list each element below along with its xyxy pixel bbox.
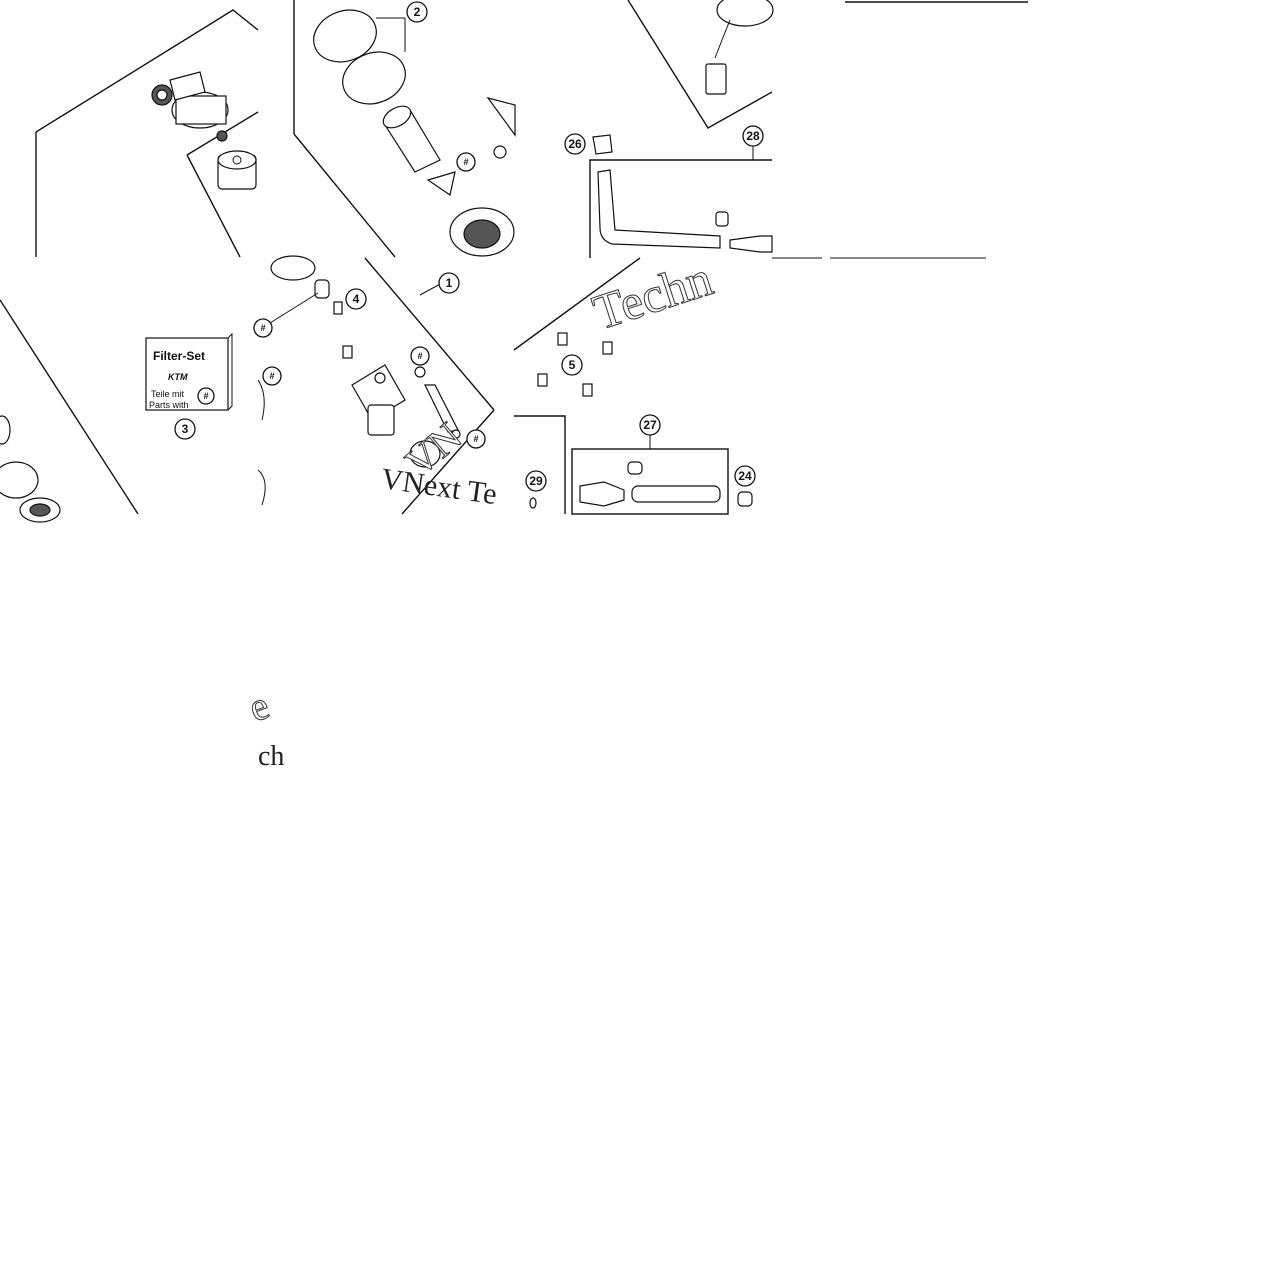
hose-clip-part <box>627 461 643 475</box>
o-ring-large-part <box>313 9 377 63</box>
svg-text:2: 2 <box>414 5 421 19</box>
leader-line <box>419 282 443 296</box>
fuel-pump-head-part <box>151 71 229 129</box>
pump-top-part <box>270 255 316 281</box>
quick-coupling-part <box>579 481 625 507</box>
hash-badge: # <box>410 346 430 366</box>
fuel-pump-motor-part <box>351 364 406 436</box>
o-ring-part <box>216 130 228 142</box>
o-ring-part <box>409 440 441 468</box>
tile-top-middle <box>293 0 516 258</box>
svg-text:27: 27 <box>643 418 657 432</box>
hose-clip-part <box>715 211 729 227</box>
frame-edge <box>35 9 259 133</box>
leader-line <box>261 292 319 329</box>
frame-edge <box>514 415 566 514</box>
watermark-text: Techn <box>586 250 719 341</box>
hose-clamp-part <box>592 134 613 155</box>
callout-28: 28 <box>742 125 764 147</box>
svg-text:#: # <box>473 434 478 444</box>
hash-badge <box>197 387 215 405</box>
tile-top-right <box>589 0 774 258</box>
part-outline <box>257 379 265 421</box>
filter-set-title: Filter-Set <box>153 349 205 363</box>
filter-set-line2: Parts with <box>149 400 189 410</box>
callout-24: 24 <box>734 465 756 487</box>
frame-edge <box>589 159 772 258</box>
callout-4: 4 <box>345 288 367 310</box>
hash-symbol: # <box>203 391 208 401</box>
filter-set-side <box>227 332 233 411</box>
watermark-text: e <box>243 682 275 730</box>
svg-text:3: 3 <box>182 422 189 436</box>
svg-text:#: # <box>417 351 422 361</box>
screw-part <box>537 373 548 387</box>
hash-badge: # <box>253 318 273 338</box>
fuel-filter-part <box>217 150 257 190</box>
svg-text:#: # <box>260 323 265 333</box>
o-ring-large-part <box>342 51 406 105</box>
frame-edge <box>293 133 396 258</box>
o-ring-part <box>0 461 39 499</box>
hose-clip-part <box>737 491 753 507</box>
callout-26: 26 <box>564 133 586 155</box>
filter-set-brand: KTM <box>168 372 188 382</box>
frame-edge <box>0 299 139 515</box>
svg-text:24: 24 <box>738 469 752 483</box>
o-ring-small-part <box>414 366 426 378</box>
callout-2: 2 <box>406 1 428 23</box>
o-ring-part <box>0 415 11 445</box>
screw-part <box>582 383 593 397</box>
o-ring-small-part <box>529 497 537 509</box>
svg-text:1: 1 <box>446 276 453 290</box>
filter-set-box: Filter-Set KTM Teile mit Parts with # <box>145 332 233 411</box>
svg-text:5: 5 <box>569 358 576 372</box>
filter-set-line1: Teile mit <box>151 389 185 399</box>
svg-text:29: 29 <box>529 474 543 488</box>
filter-cap-part <box>19 497 61 523</box>
fuel-hose-part <box>597 169 721 249</box>
frame-edge <box>513 257 641 351</box>
callout-5: 5 <box>561 354 583 376</box>
part-outline <box>257 469 266 506</box>
hose-part <box>631 485 721 503</box>
frame-edge <box>364 257 495 411</box>
callout-29: 29 <box>525 470 547 492</box>
watermark-text: ch <box>258 741 284 772</box>
callout-3: 3 <box>174 418 196 440</box>
screw-part <box>557 332 568 346</box>
screw-part <box>602 341 613 355</box>
svg-text:#: # <box>463 157 468 167</box>
frame-edge <box>186 154 241 258</box>
o-ring-small-part <box>493 145 507 159</box>
pump-housing-part <box>449 96 516 257</box>
hose-nipple-part <box>729 235 773 253</box>
svg-text:#: # <box>269 371 274 381</box>
svg-text:26: 26 <box>568 137 582 151</box>
tile-mid-right <box>513 257 753 515</box>
o-ring-small-part <box>451 429 461 439</box>
clip-part <box>426 171 456 196</box>
tile-top-left <box>35 9 259 258</box>
frame-edge <box>627 0 773 129</box>
hash-badge: # <box>456 152 476 172</box>
screw-part <box>342 345 353 359</box>
sleeve-part <box>314 279 330 299</box>
svg-text:4: 4 <box>353 292 360 306</box>
screw-part <box>333 301 343 315</box>
callout-27: 27 <box>639 414 661 436</box>
pressure-regulator-part <box>705 0 774 95</box>
hash-badge: # <box>262 366 282 386</box>
tile-mid-left: Filter-Set KTM Teile mit Parts with # <box>0 299 233 523</box>
svg-text:28: 28 <box>746 129 760 143</box>
tile-mid-middle <box>257 255 495 515</box>
hash-badge: # <box>466 429 486 449</box>
filter-sleeve-part <box>382 105 441 173</box>
callout-1: 1 <box>438 272 460 294</box>
frame-edge <box>401 409 495 515</box>
